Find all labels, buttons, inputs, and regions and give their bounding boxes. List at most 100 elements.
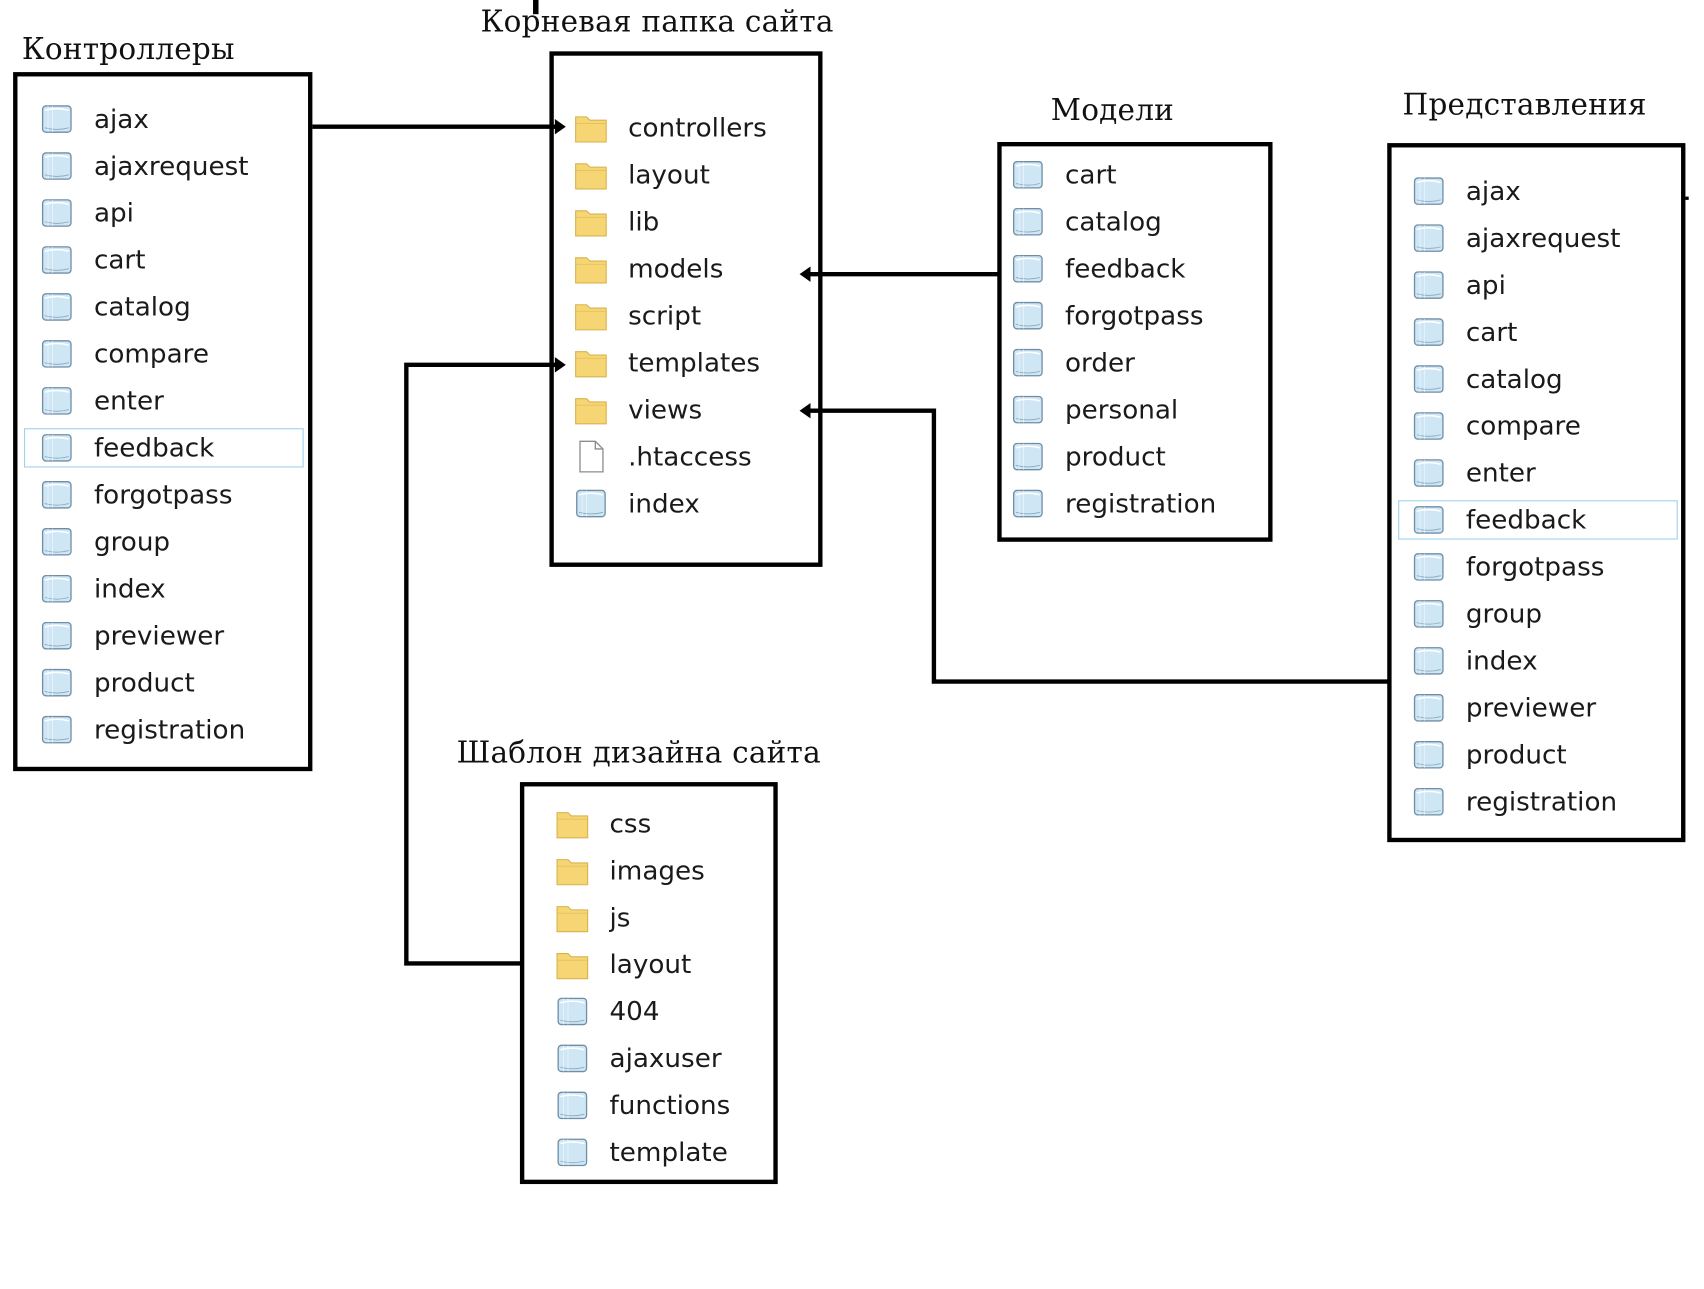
controllers-item-feedback[interactable]: feedback [24,428,304,468]
template-item-js[interactable]: js [555,899,630,936]
folder-icon [573,204,608,239]
php-file-icon [555,1041,590,1076]
item-label: catalog [93,291,191,323]
template-item-css[interactable]: css [555,805,651,842]
item-label: controllers [628,112,767,144]
php-file-icon [39,618,74,653]
top-stub [533,0,539,15]
folder-icon [555,806,590,841]
template-item-404[interactable]: 404 [555,993,660,1030]
root-item-index[interactable]: index [573,485,700,522]
folder-icon [555,853,590,888]
models-item-personal[interactable]: personal [1010,391,1178,428]
item-label: api [1465,269,1506,301]
controllers-item-cart[interactable]: cart [39,241,145,278]
controllers-item-enter[interactable]: enter [39,382,164,419]
views-item-ajaxrequest[interactable]: ajaxrequest [1411,220,1620,257]
template-item-template[interactable]: template [555,1134,728,1171]
php-file-icon [39,477,74,512]
models-item-product[interactable]: product [1010,438,1166,475]
php-file-icon [1411,409,1446,444]
template-item-ajaxuser[interactable]: ajaxuser [555,1040,722,1077]
php-file-icon [39,430,74,465]
views-item-product[interactable]: product [1411,736,1567,773]
models-item-order[interactable]: order [1010,344,1135,381]
item-label: enter [1465,457,1536,489]
php-file-icon [1010,251,1045,286]
root-item-controllers[interactable]: controllers [573,109,767,146]
item-label: index [1465,645,1538,677]
controllers-item-api[interactable]: api [39,194,134,231]
php-file-icon [1411,690,1446,725]
controllers-item-catalog[interactable]: catalog [39,288,191,325]
template-item-images[interactable]: images [555,852,705,889]
item-label: index [93,573,166,605]
folder-icon [573,251,608,286]
item-label: cart [1465,316,1518,348]
item-label: feedback [1465,504,1587,536]
php-file-icon [39,383,74,418]
models-item-catalog[interactable]: catalog [1010,203,1162,240]
controllers-item-compare[interactable]: compare [39,335,209,372]
models-item-registration[interactable]: registration [1010,485,1216,522]
root-item-lib[interactable]: lib [573,203,659,240]
php-file-icon [1010,392,1045,427]
models-item-cart[interactable]: cart [1010,156,1117,193]
php-file-icon [555,1135,590,1170]
views-item-compare[interactable]: compare [1411,407,1581,444]
views-item-index[interactable]: index [1411,642,1538,679]
php-file-icon [1411,455,1446,490]
php-file-icon [39,289,74,324]
item-label: css [609,808,652,839]
views-item-catalog[interactable]: catalog [1411,360,1563,397]
views-item-previewer[interactable]: previewer [1411,689,1596,726]
php-file-icon [1010,298,1045,333]
item-label: order [1064,347,1135,378]
controllers-item-product[interactable]: product [39,664,195,701]
item-label: enter [93,385,164,417]
models-item-forgotpass[interactable]: forgotpass [1010,297,1204,334]
item-label: product [1064,441,1166,472]
php-file-icon [39,336,74,371]
views-item-group[interactable]: group [1411,595,1542,632]
template-item-layout[interactable]: layout [555,946,691,983]
controllers-item-ajaxrequest[interactable]: ajaxrequest [39,147,249,184]
views-item-api[interactable]: api [1411,267,1506,304]
views-arrowhead [799,403,811,419]
controllers-item-previewer[interactable]: previewer [39,617,224,654]
item-label: images [609,855,705,886]
views-item-forgotpass[interactable]: forgotpass [1411,548,1604,585]
template-item-functions[interactable]: functions [555,1087,730,1124]
views-item-cart[interactable]: cart [1411,313,1517,350]
models-box [997,141,1273,542]
views-item-enter[interactable]: enter [1411,454,1536,491]
controllers-item-registration[interactable]: registration [39,711,245,748]
item-label: cart [1064,159,1117,191]
php-file-icon [555,1088,590,1123]
views-item-ajax[interactable]: ajax [1411,173,1521,210]
root-item-models[interactable]: models [573,250,723,287]
views-item-registration[interactable]: registration [1411,783,1617,820]
folder-icon [555,947,590,982]
views-item-feedback[interactable]: feedback [1398,500,1678,540]
root-item-script[interactable]: script [573,297,701,334]
item-label: models [628,253,724,284]
controllers-item-forgotpass[interactable]: forgotpass [39,476,233,513]
root-item-views[interactable]: views [573,391,702,428]
root-item-layout[interactable]: layout [573,156,710,193]
item-label: ajaxrequest [1465,222,1621,254]
php-file-icon [1411,315,1446,350]
folder-icon [555,900,590,935]
item-label: script [628,300,702,331]
item-label: compare [1465,410,1581,442]
folder-icon [573,298,608,333]
controllers-item-index[interactable]: index [39,570,166,607]
controllers-item-group[interactable]: group [39,523,170,560]
controllers-item-ajax[interactable]: ajax [39,100,149,137]
root-item-templates[interactable]: templates [573,344,760,381]
item-label: layout [628,159,710,191]
php-file-icon [573,486,608,521]
folder-icon [573,110,608,145]
root-item-htaccess[interactable]: .htaccess [573,438,752,475]
models-item-feedback[interactable]: feedback [1010,250,1185,287]
